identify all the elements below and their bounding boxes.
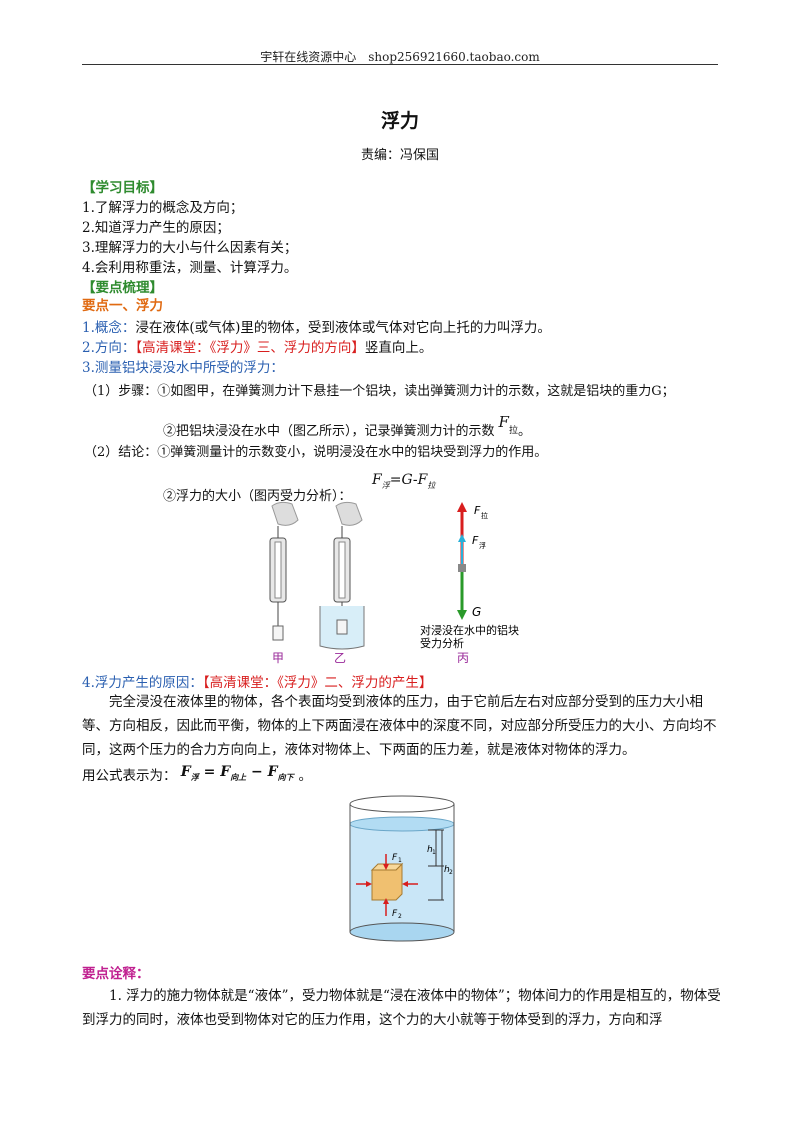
- force-diagram: [457, 502, 467, 620]
- formula-end: 。: [298, 768, 313, 784]
- figure1-caption-2: 受力分析: [420, 636, 464, 650]
- formula-f-c: F: [267, 764, 278, 780]
- label-buoy: F: [472, 534, 479, 547]
- label-h1: h: [427, 845, 433, 855]
- pressure-difference-figure: h 1 h 2 F 1 F 2: [349, 795, 455, 942]
- goal-item-3: 3.理解浮力的大小与什么因素有关；: [82, 240, 298, 256]
- notes-heading: 要点诠释：: [82, 966, 150, 982]
- step-1: （1）步骤：①如图甲，在弹簧测力计下悬挂一个铝块，读出弹簧测力计的示数，这就是铝…: [84, 384, 675, 399]
- step-2-text: ②把铝块浸没在水中（图乙所示），记录弹簧测力计的示数: [163, 424, 495, 439]
- formula-mid: =G-F: [389, 472, 428, 488]
- header-rule: [82, 64, 718, 65]
- label-bing: 丙: [457, 651, 469, 665]
- spring-scale-figure: F 拉 F 浮 G 对浸没在水中的铝块 受力分析 甲 乙 丙: [269, 501, 519, 665]
- conclusion-2: ②浮力的大小（图丙受力分析）：: [163, 489, 352, 504]
- goal-item-1: 1.了解浮力的概念及方向；: [82, 200, 244, 216]
- formula-expression: F浮 = F向上 − F向下: [180, 764, 294, 782]
- cause-line: 4.浮力产生的原因：【高清课堂：《浮力》二、浮力的产生】: [82, 673, 432, 693]
- spring-scale-yi: [319, 501, 365, 650]
- step-2-symbol: F: [498, 413, 509, 431]
- points-heading: 【要点梳理】: [82, 280, 163, 296]
- label-gravity: G: [472, 605, 481, 619]
- label-yi: 乙: [334, 651, 346, 665]
- direction-label: 2.方向：: [82, 340, 136, 356]
- conclusion-1: （2）结论：①弹簧测量计的示数变小，说明浸没在水中的铝块受到浮力的作用。: [84, 445, 548, 460]
- label-f2: F: [392, 909, 398, 919]
- direction-line: 2.方向：【高清课堂：《浮力》三、浮力的方向】竖直向上。: [82, 338, 432, 358]
- label-pull: F: [474, 504, 481, 517]
- label-h2: h: [444, 865, 450, 875]
- concept-label: 1.概念：: [82, 320, 136, 336]
- formula-f-b: F: [220, 764, 231, 780]
- concept-text: 浸在液体(或气体)里的物体，受到液体或气体对它向上托的力叫浮力。: [135, 320, 551, 336]
- label-h2-sub: 2: [449, 869, 453, 876]
- label-buoy-sub: 浮: [479, 541, 486, 550]
- label-f1-sub: 1: [398, 857, 402, 864]
- formula-prefix: 用公式表示为：: [82, 768, 177, 784]
- direction-text: 竖直向上。: [364, 340, 433, 356]
- step-2-sub: 拉: [508, 425, 518, 436]
- direction-link[interactable]: 【高清课堂：《浮力》三、浮力的方向】: [135, 340, 365, 356]
- cause-label: 4.浮力产生的原因：: [82, 675, 203, 691]
- concept-line: 1.概念：浸在液体(或气体)里的物体，受到液体或气体对它向上托的力叫浮力。: [82, 318, 551, 338]
- goal-item-4: 4.会利用称重法，测量、计算浮力。: [82, 260, 298, 276]
- label-f1: F: [392, 853, 398, 863]
- step-2: ②把铝块浸没在水中（图乙所示），记录弹簧测力计的示数F拉。: [163, 413, 531, 447]
- formula-sub1: 浮: [381, 480, 390, 490]
- formula-sub2: 拉: [427, 480, 436, 490]
- formula-sub-down: 向下: [277, 771, 294, 782]
- formula-f1: F: [372, 472, 382, 488]
- label-pull-sub: 拉: [481, 511, 488, 520]
- cause-link[interactable]: 【高清课堂：《浮力》二、浮力的产生】: [202, 675, 433, 691]
- notes-paragraph: 1. 浮力的施力物体就是“液体”，受力物体就是“浸在液体中的物体”；物体间力的作…: [82, 988, 721, 1028]
- goal-item-2: 2.知道浮力产生的原因；: [82, 220, 230, 236]
- spring-scale-jia: [269, 501, 299, 641]
- page-title: 浮力: [380, 110, 419, 132]
- formula-sub-up: 向上: [230, 771, 247, 782]
- editor-line: 责编：冯保国: [360, 148, 439, 163]
- label-h1-sub: 1: [432, 849, 436, 856]
- point1-heading: 要点一、浮力: [82, 298, 163, 314]
- formula-f-a: F: [180, 764, 191, 780]
- goals-heading: 【学习目标】: [82, 180, 163, 196]
- formula-line: 用公式表示为： F浮 = F向上 − F向下 。: [82, 764, 313, 791]
- step-2-end: 。: [517, 424, 531, 439]
- figure1-caption-1: 对浸没在水中的铝块: [420, 623, 519, 637]
- label-jia: 甲: [272, 651, 284, 665]
- cause-paragraph: 完全浸没在液体里的物体，各个表面均受到液体的压力，由于它前后左右对应部分受到的压…: [82, 694, 717, 758]
- measure-heading: 3.测量铝块浸没水中所受的浮力：: [82, 360, 284, 376]
- buoyancy-formula: F浮=G-F拉: [372, 470, 435, 496]
- page-header: 宇轩在线资源中心 shop256921660.taobao.com: [260, 50, 540, 64]
- label-f2-sub: 2: [398, 913, 402, 920]
- formula-sub-buoy: 浮: [190, 771, 199, 782]
